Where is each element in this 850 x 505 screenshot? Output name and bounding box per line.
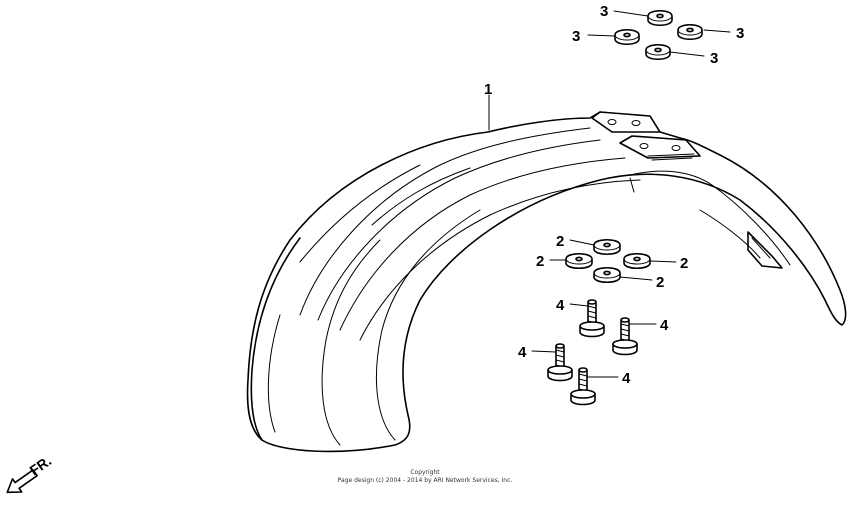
callout-4: 4 — [518, 344, 527, 361]
bolt-4b — [612, 317, 638, 356]
washer-group-3[interactable] — [614, 9, 703, 61]
callout-3: 3 — [710, 50, 718, 67]
callout-1: 1 — [484, 81, 492, 98]
bolt-4d — [570, 367, 596, 406]
callout-2: 2 — [536, 253, 544, 270]
callout-3: 3 — [572, 28, 580, 45]
washer-2b — [565, 252, 593, 270]
callout-4: 4 — [556, 297, 565, 314]
callout-2: 2 — [556, 233, 564, 250]
callout-2: 2 — [656, 274, 664, 291]
direction-arrow-icon — [6, 469, 38, 494]
washer-group-2[interactable] — [565, 238, 651, 284]
washer-3c — [614, 28, 640, 46]
copyright-line-2: Page design (c) 2004 - 2014 by ARI Netwo… — [338, 477, 513, 484]
callout-labels: 1 3 3 3 3 2 2 2 2 4 4 4 4 — [484, 3, 744, 387]
callout-3: 3 — [736, 25, 744, 42]
bolt-4a — [579, 299, 605, 338]
callout-2: 2 — [680, 255, 688, 272]
front-direction-indicator: FR. — [6, 452, 54, 494]
callout-4: 4 — [660, 317, 669, 334]
callout-3: 3 — [600, 3, 608, 20]
front-fender[interactable] — [246, 111, 847, 453]
bolt-group-4[interactable] — [547, 299, 638, 406]
copyright-line-1: Copyright — [410, 469, 440, 476]
leader-lines — [488, 10, 731, 378]
callout-4: 4 — [622, 370, 631, 387]
washer-3a — [647, 9, 673, 27]
washer-2c — [623, 252, 651, 270]
washer-2d — [593, 266, 621, 284]
washer-2a — [593, 238, 621, 256]
copyright-notice: Copyright Page design (c) 2004 - 2014 by… — [338, 469, 513, 484]
washer-3d — [645, 43, 671, 61]
bolt-4c — [547, 343, 573, 382]
washer-3b — [677, 23, 703, 41]
